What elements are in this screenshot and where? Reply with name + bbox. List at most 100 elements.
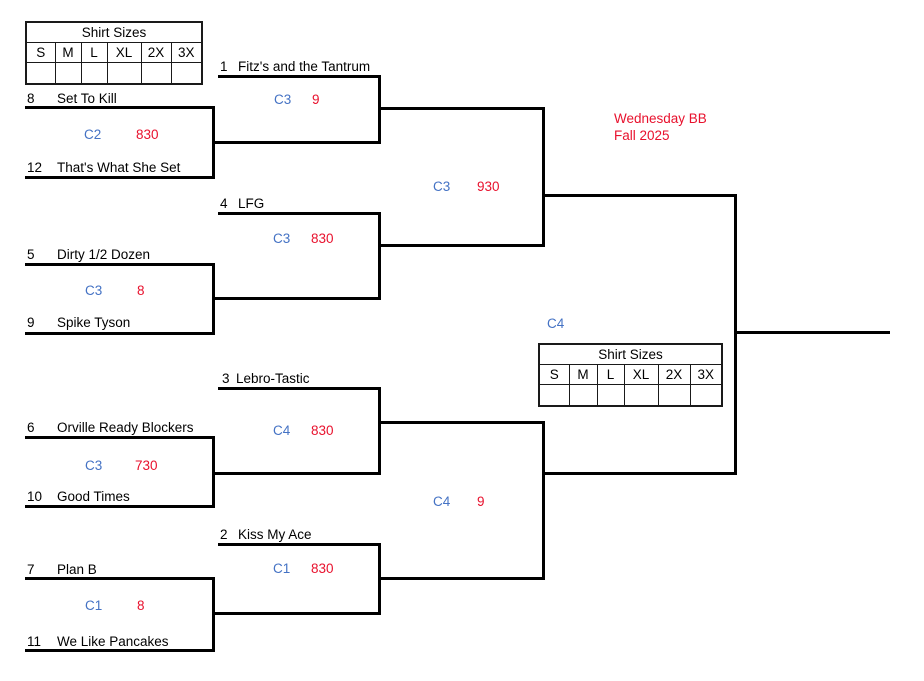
court-label: C4 — [433, 494, 451, 509]
bracket-line — [215, 297, 381, 300]
time-label: 8 — [137, 598, 145, 613]
size-entry-cell — [596, 384, 625, 407]
size-entry-cell — [140, 62, 172, 85]
shirt-sizes-title: Shirt Sizes — [538, 343, 723, 365]
event-title: Wednesday BB Fall 2025 — [614, 110, 707, 144]
bracket-line — [381, 244, 545, 247]
event-season: Fall 2025 — [614, 128, 670, 143]
court-label: C1 — [85, 598, 103, 613]
shirt-sizes-table-top: Shirt Sizes S M L XL 2X 3X — [25, 21, 204, 85]
team-name: Spike Tyson — [57, 315, 131, 330]
team-seed: 11 — [27, 634, 42, 649]
bracket-line — [381, 577, 545, 580]
size-header-m: M — [54, 42, 82, 63]
bracket-line — [25, 577, 215, 580]
team-name: Kiss My Ace — [238, 527, 312, 542]
final-court-label: C4 — [547, 316, 565, 331]
court-label: C3 — [433, 179, 451, 194]
time-label: 830 — [311, 231, 334, 246]
team-name: Orville Ready Blockers — [57, 420, 194, 435]
shirt-sizes-table-center: Shirt Sizes S M L XL 2X 3X — [538, 343, 724, 407]
team-seed: 8 — [27, 91, 35, 106]
bracket-line — [218, 543, 381, 546]
team-name: Lebro-Tastic — [236, 371, 310, 386]
size-header-s: S — [25, 42, 56, 63]
team-name: LFG — [238, 196, 265, 211]
team-name: Dirty 1/2 Dozen — [57, 247, 151, 262]
team-thats-what-she-set: 12 That's What She Set — [27, 160, 180, 176]
bracket-line — [25, 649, 215, 652]
team-we-like-pancakes: 11 We Like Pancakes — [27, 634, 169, 650]
team-set-to-kill: 8 Set To Kill — [27, 91, 117, 107]
bracket-line — [215, 141, 381, 144]
bracket-line — [545, 472, 737, 475]
team-name: Set To Kill — [57, 91, 117, 106]
size-header-s: S — [538, 364, 570, 385]
court-label: C3 — [85, 458, 103, 473]
size-entry-cell — [106, 62, 142, 85]
team-name: Good Times — [57, 489, 130, 504]
team-seed: 10 — [27, 489, 43, 504]
time-label: 8 — [137, 283, 145, 298]
team-seed: 12 — [27, 160, 43, 175]
court-label: C2 — [84, 127, 102, 142]
size-entry-cell — [623, 384, 659, 407]
game-sf-top-court-time: C3 930 — [433, 179, 500, 195]
time-label: 730 — [135, 458, 158, 473]
bracket-line — [545, 194, 737, 197]
bracket-line — [381, 421, 545, 424]
team-good-times: 10 Good Times — [27, 489, 130, 505]
team-name: Plan B — [57, 562, 97, 577]
game-r2-lebro-court-time: C4 830 — [273, 423, 334, 439]
court-label: C3 — [85, 283, 103, 298]
size-header-m: M — [568, 364, 598, 385]
team-orville-ready-blockers: 6 Orville Ready Blockers — [27, 420, 194, 436]
size-entry-cell — [657, 384, 691, 407]
bracket-line — [378, 387, 381, 475]
team-seed: 1 — [220, 59, 228, 74]
time-label: 9 — [477, 494, 485, 509]
time-label: 830 — [136, 127, 159, 142]
team-seed: 6 — [27, 420, 35, 435]
court-label: C3 — [273, 231, 291, 246]
team-name: That's What She Set — [57, 160, 181, 175]
size-entry-cell — [54, 62, 82, 85]
size-header-xl: XL — [106, 42, 142, 63]
team-name: We Like Pancakes — [57, 634, 169, 649]
bracket-line — [25, 505, 215, 508]
bracket-line — [542, 421, 545, 580]
bracket-line — [215, 612, 381, 615]
bracket-line — [218, 387, 381, 390]
time-label: 930 — [477, 179, 500, 194]
bracket-line — [218, 75, 381, 78]
size-header-2x: 2X — [140, 42, 172, 63]
bracket-line — [378, 75, 381, 144]
bracket-line — [542, 107, 545, 247]
bracket-line — [212, 263, 215, 335]
team-seed: 4 — [220, 196, 228, 211]
game-r1-7v11-court-time: C1 8 — [85, 598, 145, 614]
bracket-line — [218, 212, 381, 215]
court-label: C4 — [273, 423, 291, 438]
size-entry-cell — [80, 62, 108, 85]
time-label: 830 — [311, 561, 334, 576]
team-spike-tyson: 9 Spike Tyson — [27, 315, 130, 331]
bracket-line — [381, 107, 545, 110]
size-entry-cell — [538, 384, 570, 407]
size-entry-cell — [568, 384, 598, 407]
team-seed: 7 — [27, 562, 35, 577]
team-lfg: 4 LFG — [220, 196, 264, 212]
game-r1-8v12-court-time: C2 830 — [84, 127, 159, 143]
size-entry-cell — [170, 62, 203, 85]
bracket-line — [212, 436, 215, 508]
team-seed: 9 — [27, 315, 35, 330]
shirt-sizes-title: Shirt Sizes — [25, 21, 203, 43]
bracket-line — [378, 212, 381, 300]
event-league: Wednesday BB — [614, 111, 707, 126]
time-label: 830 — [311, 423, 334, 438]
